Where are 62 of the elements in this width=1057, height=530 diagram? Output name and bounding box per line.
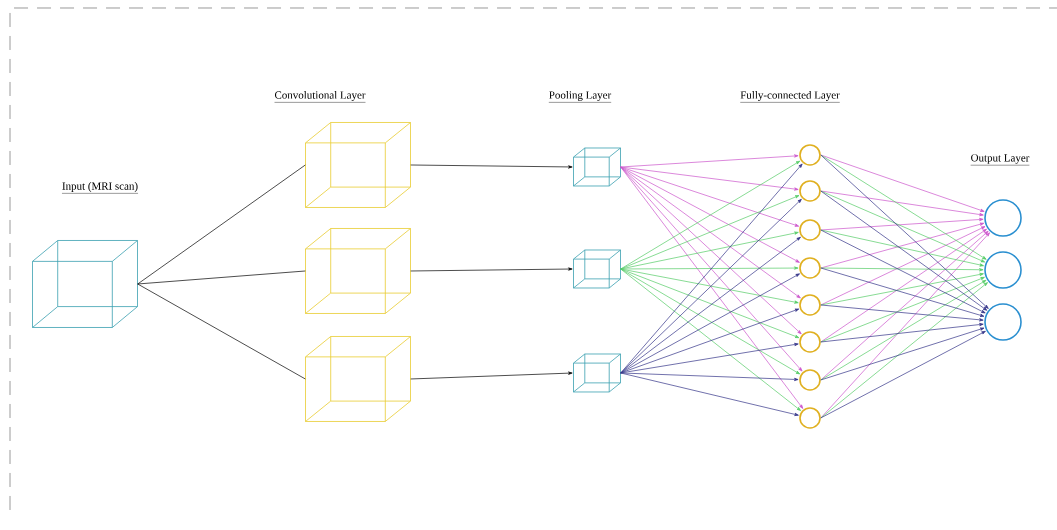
arrow — [410, 267, 573, 272]
neuron-circle — [799, 369, 821, 391]
arrow — [820, 282, 988, 419]
arrow — [410, 371, 573, 380]
cube-drawing — [573, 249, 621, 289]
neuron-circle — [799, 219, 821, 241]
arrow — [820, 229, 984, 267]
neuron-circle — [799, 407, 821, 429]
arrow — [820, 267, 984, 272]
arrow — [620, 198, 802, 374]
arrow — [620, 268, 801, 411]
arrow — [820, 154, 989, 309]
neuron-circle — [799, 331, 821, 353]
neuron-circle — [984, 251, 1022, 289]
neuron-circle — [984, 303, 1022, 341]
arrow — [820, 272, 984, 306]
arrow — [820, 232, 990, 419]
arrow — [620, 166, 804, 409]
arrow — [820, 190, 988, 311]
layer-heading: Output Layer — [970, 154, 1030, 166]
arrow — [620, 154, 799, 168]
arrow — [620, 166, 799, 191]
arrow — [620, 268, 799, 304]
arrow — [820, 190, 984, 217]
arrow — [820, 154, 985, 212]
arrow — [820, 217, 984, 231]
neuron-circle — [984, 199, 1022, 237]
layer-heading: Convolutional Layer — [274, 91, 366, 103]
cube-drawing — [305, 228, 411, 314]
arrow — [620, 372, 799, 416]
arrow — [820, 276, 985, 343]
arrow — [620, 166, 801, 299]
arrow — [820, 228, 987, 343]
arrow — [820, 267, 985, 317]
neuron-circle — [799, 144, 821, 166]
arrow — [620, 166, 800, 227]
arrow — [820, 154, 987, 260]
layer-heading: Fully-connected Layer — [740, 91, 840, 103]
arrow — [820, 279, 987, 381]
cube-drawing — [573, 353, 621, 393]
arrow — [820, 322, 984, 343]
arrow — [620, 268, 800, 339]
cube-drawing — [32, 240, 138, 328]
arrow — [620, 372, 799, 381]
arrow — [620, 236, 801, 374]
arrow — [410, 164, 573, 169]
arrow — [620, 266, 799, 270]
arrow — [620, 308, 800, 374]
neuron-circle — [799, 180, 821, 202]
cube-drawing — [573, 147, 621, 187]
layer-heading: Pooling Layer — [548, 91, 612, 103]
neuron-circle — [799, 257, 821, 279]
cube-drawing — [305, 122, 411, 208]
cube-drawing — [305, 336, 411, 422]
arrow — [820, 304, 984, 322]
arrow — [820, 327, 985, 381]
arrow — [820, 190, 986, 263]
arrow — [820, 330, 986, 419]
layer-heading: Input (MRI scan) — [61, 182, 139, 194]
arrow — [620, 195, 800, 270]
arrow — [820, 230, 989, 381]
neuron-circle — [799, 294, 821, 316]
